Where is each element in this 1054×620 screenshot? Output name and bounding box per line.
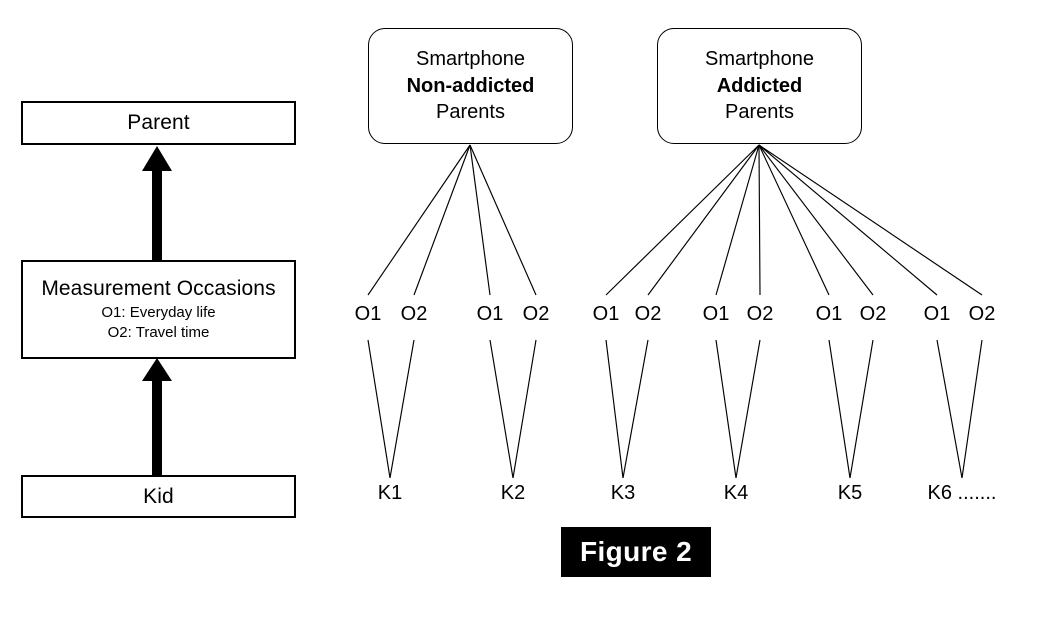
edge-group-to-occasion bbox=[367, 144, 471, 296]
occasion-label: O1 bbox=[923, 303, 951, 325]
occasion-definition-o1: O1: Everyday life bbox=[101, 304, 216, 322]
edge-occasion-to-kid bbox=[605, 339, 624, 479]
edge-group-to-occasion bbox=[758, 144, 983, 296]
edge-group-to-occasion bbox=[605, 144, 760, 296]
occasion-definition-o2: O2: Travel time bbox=[107, 323, 210, 341]
parent-box-label: Parent bbox=[127, 111, 190, 135]
arrow-kid-to-measurement bbox=[142, 358, 172, 475]
kid-label: K1 bbox=[377, 482, 403, 504]
occasion-label: O1 bbox=[354, 303, 382, 325]
measurement-occasions-box: Measurement Occasions O1: Everyday life … bbox=[21, 260, 296, 359]
kid-label: K5 bbox=[837, 482, 863, 504]
measurement-occasions-title: Measurement Occasions bbox=[41, 276, 276, 300]
edge-occasion-to-kid bbox=[715, 339, 737, 479]
occasion-label: O1 bbox=[592, 303, 620, 325]
group-line-3: Parents bbox=[436, 101, 505, 124]
kid-box-label: Kid bbox=[143, 484, 174, 508]
occasion-label: O2 bbox=[968, 303, 996, 325]
occasion-label: O2 bbox=[634, 303, 662, 325]
occasion-label: O1 bbox=[815, 303, 843, 325]
edge-group-to-occasion bbox=[469, 144, 537, 296]
group-line-2: Addicted bbox=[716, 74, 803, 97]
kid-label: K6 ....... bbox=[927, 482, 997, 504]
figure-caption: Figure 2 bbox=[561, 527, 711, 577]
edge-occasion-to-kid bbox=[961, 339, 983, 479]
arrow-measurement-to-parent bbox=[142, 146, 172, 260]
edge-group-to-occasion bbox=[715, 144, 760, 296]
edge-group-to-occasion bbox=[758, 144, 830, 296]
group-box-non-addicted: Smartphone Non-addicted Parents bbox=[368, 28, 573, 144]
edge-occasion-to-kid bbox=[389, 339, 415, 479]
group-line-2: Non-addicted bbox=[406, 74, 535, 97]
group-line-1: Smartphone bbox=[416, 47, 525, 70]
group-line-3: Parents bbox=[725, 101, 794, 124]
edge-occasion-to-kid bbox=[735, 339, 761, 479]
edge-occasion-to-kid bbox=[828, 339, 851, 479]
edge-group-to-occasion bbox=[758, 144, 874, 296]
edge-group-to-occasion bbox=[758, 144, 938, 296]
edge-occasion-to-kid bbox=[622, 339, 649, 479]
kid-label: K4 bbox=[723, 482, 749, 504]
parent-box: Parent bbox=[21, 101, 296, 145]
occasion-label: O1 bbox=[702, 303, 730, 325]
edge-group-to-occasion bbox=[413, 144, 471, 296]
kid-box: Kid bbox=[21, 475, 296, 518]
edge-occasion-to-kid bbox=[489, 339, 514, 479]
group-line-1: Smartphone bbox=[705, 47, 814, 70]
edge-occasion-to-kid bbox=[849, 339, 874, 479]
kid-label: K3 bbox=[610, 482, 636, 504]
occasion-label: O2 bbox=[859, 303, 887, 325]
occasion-label: O2 bbox=[746, 303, 774, 325]
edge-group-to-occasion bbox=[469, 144, 491, 296]
occasion-label: O2 bbox=[400, 303, 428, 325]
edge-occasion-to-kid bbox=[936, 339, 963, 479]
edge-occasion-to-kid bbox=[512, 339, 537, 479]
kid-label: K2 bbox=[500, 482, 526, 504]
occasion-label: O1 bbox=[476, 303, 504, 325]
edge-occasion-to-kid bbox=[367, 339, 391, 479]
group-box-addicted: Smartphone Addicted Parents bbox=[657, 28, 862, 144]
edge-group-to-occasion bbox=[758, 144, 761, 296]
edge-group-to-occasion bbox=[647, 144, 760, 296]
occasion-label: O2 bbox=[522, 303, 550, 325]
